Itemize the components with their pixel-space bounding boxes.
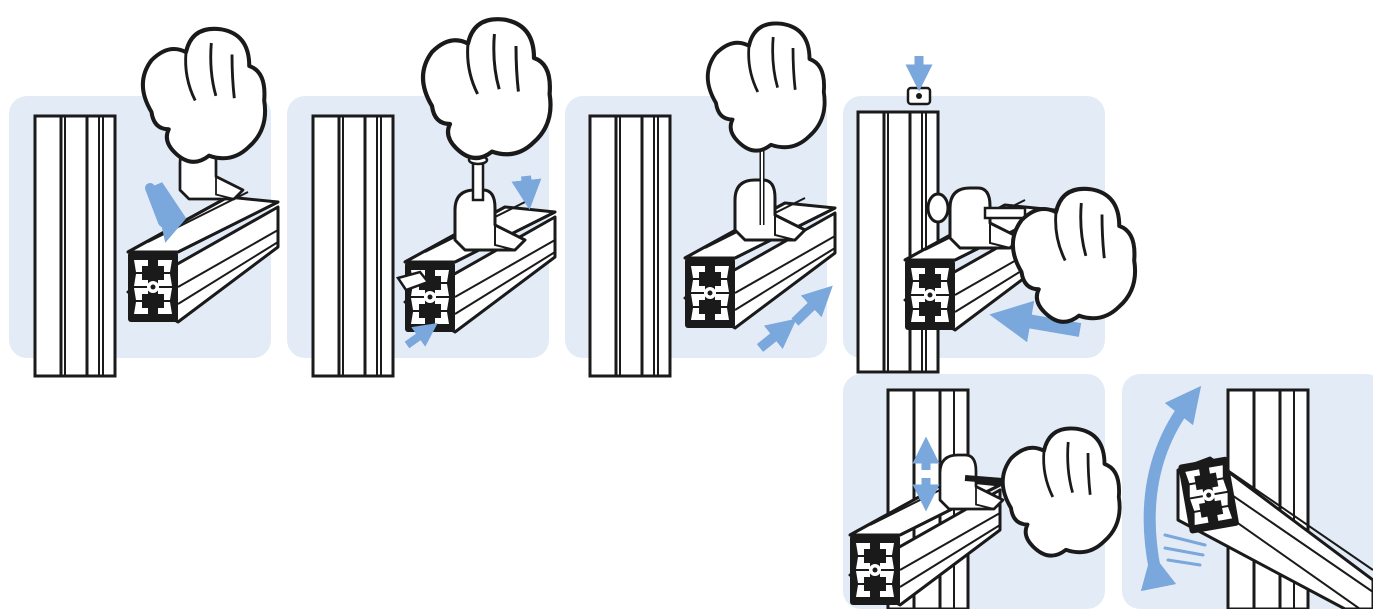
arrow-icon bbox=[526, 176, 528, 195]
step-6-panel bbox=[1122, 374, 1373, 609]
upright-profile bbox=[313, 116, 393, 376]
upright-profile bbox=[590, 116, 670, 376]
upright-profile bbox=[858, 112, 938, 372]
step-5-panel bbox=[843, 374, 1120, 609]
step-2-panel bbox=[287, 19, 555, 376]
upright-profile bbox=[35, 116, 115, 376]
step-3-panel bbox=[565, 23, 835, 376]
t-nut-icon bbox=[908, 88, 930, 104]
step-4-panel bbox=[843, 56, 1135, 372]
step-1-panel bbox=[9, 29, 278, 376]
